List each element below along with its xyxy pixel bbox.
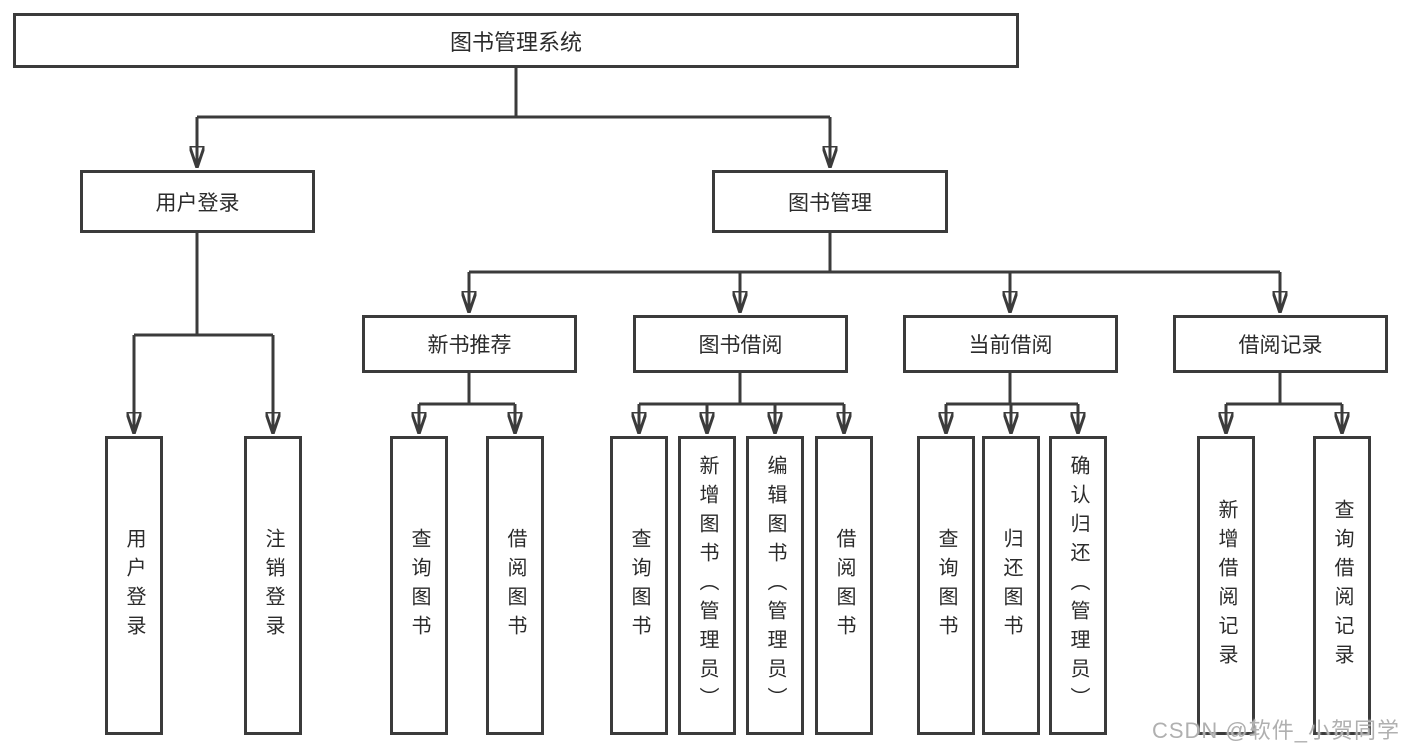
- root-branch-line: [197, 68, 830, 119]
- node-label: 用户登录: [155, 191, 240, 215]
- node-label: 当前借阅: [968, 334, 1053, 357]
- node-label: 注销登录: [262, 527, 284, 644]
- node-label: 图书管理系统: [449, 29, 582, 55]
- leaf-current-return-books: 归还图书: [982, 436, 1040, 735]
- node-label: 新增借阅记录: [1215, 498, 1237, 673]
- node-book-borrowing: 图书借阅: [633, 315, 848, 373]
- node-label: 图书管理: [788, 191, 872, 215]
- node-label: 编辑图书（管理员）: [764, 455, 786, 716]
- leaf-borrowing-query-books: 查询图书: [610, 436, 668, 735]
- node-new-book-recommend: 新书推荐: [362, 315, 577, 373]
- book-management-branch-line: [469, 233, 1280, 274]
- node-label: 借阅图书: [833, 527, 855, 644]
- leaf-current-confirm-return-admin: 确认归还（管理员）: [1049, 436, 1107, 735]
- node-label: 归还图书: [1000, 527, 1022, 644]
- node-user-login: 用户登录: [80, 170, 315, 233]
- node-label: 查询图书: [628, 527, 650, 644]
- leaf-borrowing-add-books-admin: 新增图书（管理员）: [678, 436, 736, 735]
- node-current-borrowing: 当前借阅: [903, 315, 1118, 373]
- leaf-current-query-books: 查询图书: [917, 436, 975, 735]
- node-label: 查询图书: [935, 527, 957, 644]
- borrowing-branch-line: [639, 373, 844, 406]
- current-branch-line: [946, 373, 1078, 406]
- leaf-records-query-record: 查询借阅记录: [1313, 436, 1371, 735]
- recommend-branch-line: [419, 373, 515, 406]
- node-library-management-system: 图书管理系统: [13, 13, 1019, 68]
- leaf-recommend-borrow-books: 借阅图书: [486, 436, 544, 735]
- records-branch-line: [1226, 373, 1342, 406]
- leaf-borrowing-borrow-books: 借阅图书: [815, 436, 873, 735]
- node-label: 新增图书（管理员）: [696, 455, 718, 716]
- node-label: 新书推荐: [427, 334, 512, 357]
- csdn-watermark: CSDN @软件_小贺同学: [1151, 718, 1400, 743]
- node-label: 用户登录: [123, 527, 145, 644]
- leaf-records-add-record: 新增借阅记录: [1197, 436, 1255, 735]
- leaf-user-login: 用户登录: [105, 436, 163, 735]
- node-borrowing-records: 借阅记录: [1173, 315, 1388, 373]
- node-label: 借阅记录: [1238, 334, 1323, 357]
- user-login-branch-line: [134, 233, 273, 337]
- node-label: 查询借阅记录: [1331, 498, 1353, 673]
- leaf-borrowing-edit-books-admin: 编辑图书（管理员）: [746, 436, 804, 735]
- node-label: 查询图书: [408, 527, 430, 644]
- node-label: 借阅图书: [504, 527, 526, 644]
- node-book-management: 图书管理: [712, 170, 948, 233]
- node-label: 图书借阅: [698, 334, 783, 357]
- leaf-logout: 注销登录: [244, 436, 302, 735]
- leaf-recommend-query-books: 查询图书: [390, 436, 448, 735]
- node-label: 确认归还（管理员）: [1067, 455, 1089, 716]
